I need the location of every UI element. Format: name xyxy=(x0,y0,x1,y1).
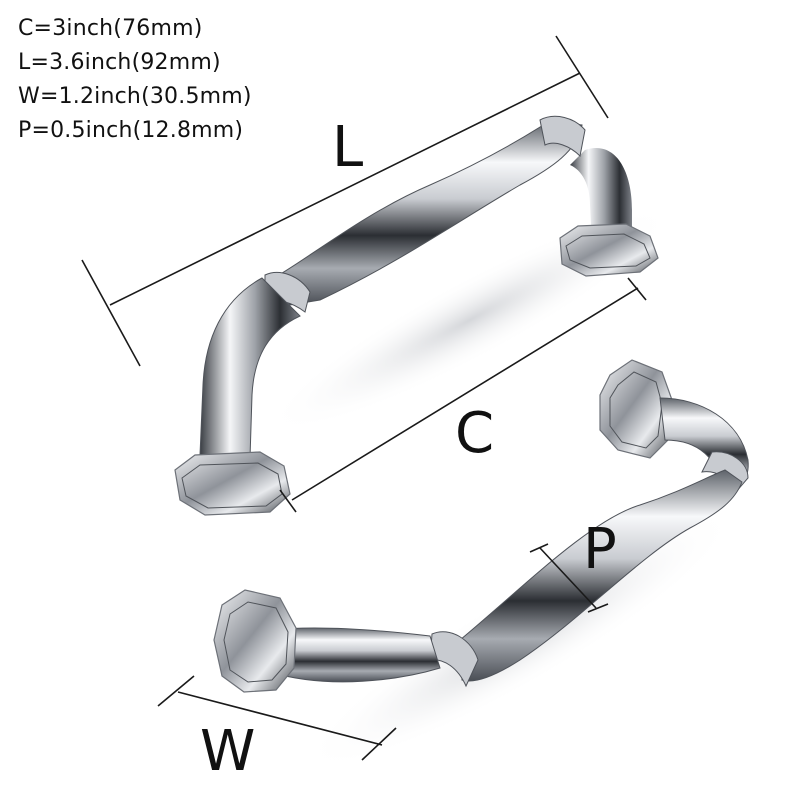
dimension-c xyxy=(279,277,647,513)
label-w: W xyxy=(200,719,255,784)
spec-width: W=1.2inch(30.5mm) xyxy=(18,84,252,109)
lower-base-bottom xyxy=(213,589,297,693)
upper-base-bottom xyxy=(599,359,673,459)
spec-projection: P=0.5inch(12.8mm) xyxy=(18,118,244,143)
specifications-list: C=3inch(76mm) L=3.6inch(92mm) W=1.2inch(… xyxy=(18,16,252,152)
spec-length: L=3.6inch(92mm) xyxy=(18,50,221,75)
right-base-top xyxy=(559,223,659,277)
spec-center-to-center: C=3inch(76mm) xyxy=(18,16,203,41)
left-base-top xyxy=(174,451,291,516)
label-p: P xyxy=(583,517,617,582)
handle-upright-view xyxy=(174,115,659,516)
dimension-l xyxy=(81,35,609,367)
label-l: L xyxy=(332,115,363,180)
handle-side-view xyxy=(213,359,749,693)
dimension-p xyxy=(529,543,609,613)
label-c: C xyxy=(455,401,494,466)
dimension-w xyxy=(157,675,397,761)
